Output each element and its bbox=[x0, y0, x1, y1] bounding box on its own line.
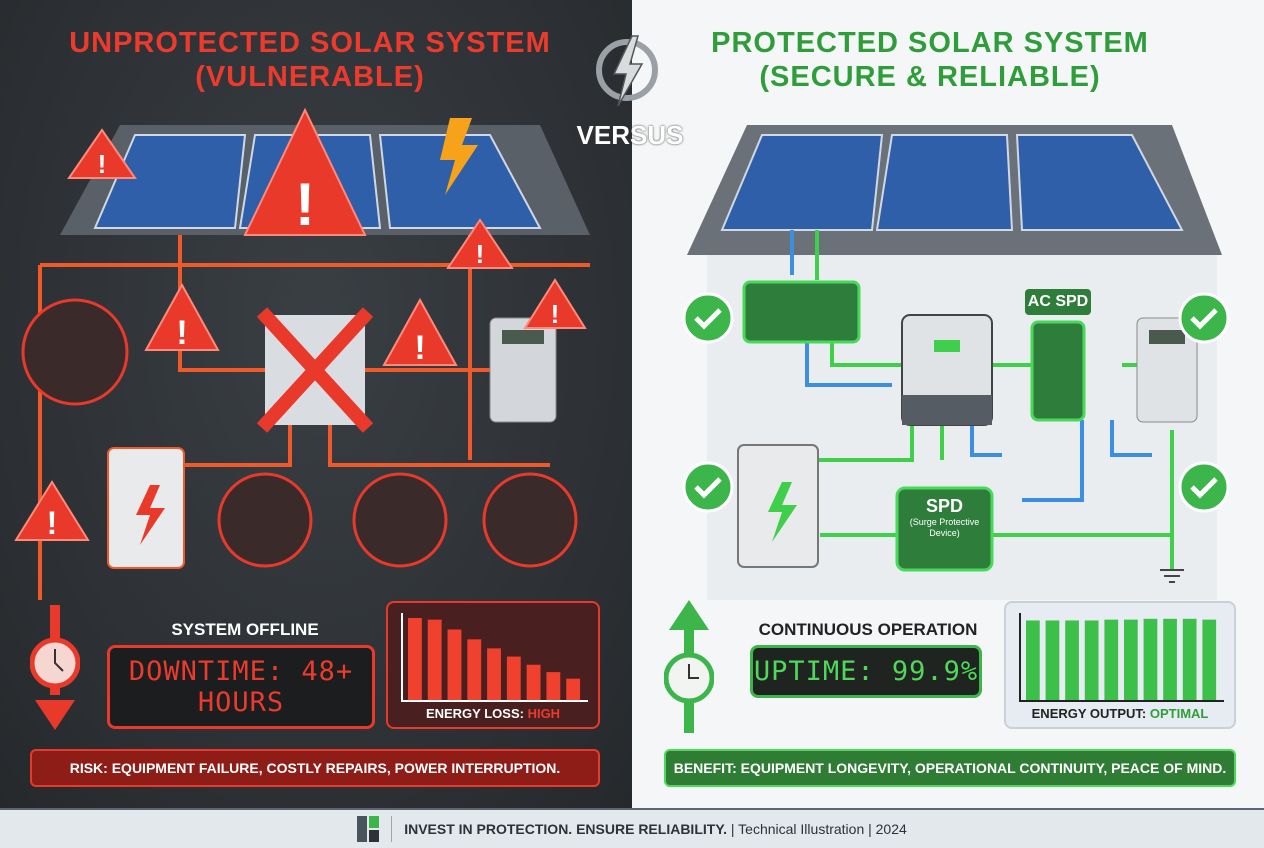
versus-label: VERSUS bbox=[576, 120, 684, 150]
bar bbox=[1202, 619, 1217, 700]
bar bbox=[1065, 620, 1079, 700]
bar bbox=[427, 619, 442, 700]
bar bbox=[1026, 620, 1040, 700]
status-label: SYSTEM OFFLINE bbox=[171, 620, 319, 639]
solar-panels bbox=[720, 134, 1184, 231]
clock-up-icon bbox=[664, 600, 714, 733]
energy-output-caption: ENERGY OUTPUT: OPTIMAL bbox=[1031, 706, 1209, 721]
ac-spd-label: AC SPD bbox=[1025, 289, 1091, 315]
ac-spd-module bbox=[1030, 320, 1086, 422]
bar bbox=[1084, 620, 1099, 700]
damage-icons bbox=[21, 298, 578, 568]
energy-output-bars bbox=[1019, 613, 1224, 702]
uptime-display: UPTIME: 99.9% bbox=[750, 645, 982, 698]
energy-loss-chart: ENERGY LOSS: HIGH bbox=[386, 601, 600, 729]
svg-text:!: ! bbox=[414, 329, 425, 367]
svg-text:!: ! bbox=[176, 314, 187, 352]
svg-text:!: ! bbox=[47, 505, 58, 541]
unprotected-title: UNPROTECTED SOLAR SYSTEM (VULNERABLE) bbox=[69, 27, 551, 93]
bar bbox=[447, 629, 462, 700]
blue-wiring bbox=[790, 230, 1152, 502]
lightning-icon bbox=[768, 482, 797, 542]
bar bbox=[1045, 620, 1060, 700]
logo-icon bbox=[357, 816, 380, 842]
warning-icons bbox=[14, 107, 587, 541]
bar bbox=[1182, 618, 1197, 700]
status-label: CONTINUOUS OPERATION bbox=[758, 620, 978, 639]
bar bbox=[408, 618, 422, 700]
bar bbox=[526, 664, 541, 700]
bar bbox=[1104, 619, 1119, 700]
protected-panel: PROTECTED SOLAR SYSTEM (SECURE & RELIABL… bbox=[632, 0, 1264, 808]
failure-x-icon bbox=[256, 307, 374, 433]
unprotected-panel: !! !! !! ! UNPROTECTED SOLAR SYSTEM (VUL… bbox=[0, 0, 632, 808]
svg-text:!: ! bbox=[295, 171, 315, 238]
bar bbox=[506, 656, 521, 700]
svg-text:!: ! bbox=[551, 299, 560, 329]
bar bbox=[1163, 618, 1177, 700]
check-icons bbox=[682, 292, 1230, 513]
footer-text: INVEST IN PROTECTION. ENSURE RELIABILITY… bbox=[404, 821, 907, 837]
bar bbox=[566, 678, 581, 700]
energy-output-chart: ENERGY OUTPUT: OPTIMAL bbox=[1004, 601, 1236, 729]
dc-spd-module bbox=[742, 280, 861, 344]
spd-label: SPD (Surge Protective Device) bbox=[909, 496, 980, 538]
bar bbox=[1143, 618, 1158, 700]
clock-down-icon bbox=[30, 605, 80, 730]
warning-marks: !! !! !! ! bbox=[47, 149, 560, 541]
lightning-icon bbox=[596, 35, 658, 107]
risk-banner: RISK: EQUIPMENT FAILURE, COSTLY REPAIRS,… bbox=[30, 749, 600, 787]
footer: INVEST IN PROTECTION. ENSURE RELIABILITY… bbox=[0, 808, 1264, 848]
protected-illustration bbox=[682, 125, 1230, 600]
downtime-display: DOWNTIME: 48+ HOURS bbox=[107, 645, 375, 729]
energy-loss-caption: ENERGY LOSS: HIGH bbox=[425, 706, 561, 721]
bar bbox=[487, 648, 501, 700]
svg-text:!: ! bbox=[476, 239, 485, 269]
ground-icon bbox=[1160, 569, 1184, 583]
svg-text:!: ! bbox=[98, 149, 107, 179]
protected-title: PROTECTED SOLAR SYSTEM (SECURE & RELIABL… bbox=[711, 27, 1149, 93]
energy-loss-bars bbox=[401, 613, 588, 702]
green-wiring bbox=[752, 230, 1174, 570]
bar bbox=[1124, 619, 1138, 700]
bar bbox=[546, 672, 561, 700]
benefit-banner: BENEFIT: EQUIPMENT LONGEVITY, OPERATIONA… bbox=[664, 749, 1236, 787]
unprotected-illustration: !! !! !! ! bbox=[14, 107, 590, 600]
wiring bbox=[38, 235, 590, 600]
lightning-strike-icon bbox=[440, 118, 478, 195]
spd-module bbox=[895, 486, 994, 572]
lightning-icon bbox=[136, 485, 165, 545]
bar bbox=[467, 639, 482, 700]
